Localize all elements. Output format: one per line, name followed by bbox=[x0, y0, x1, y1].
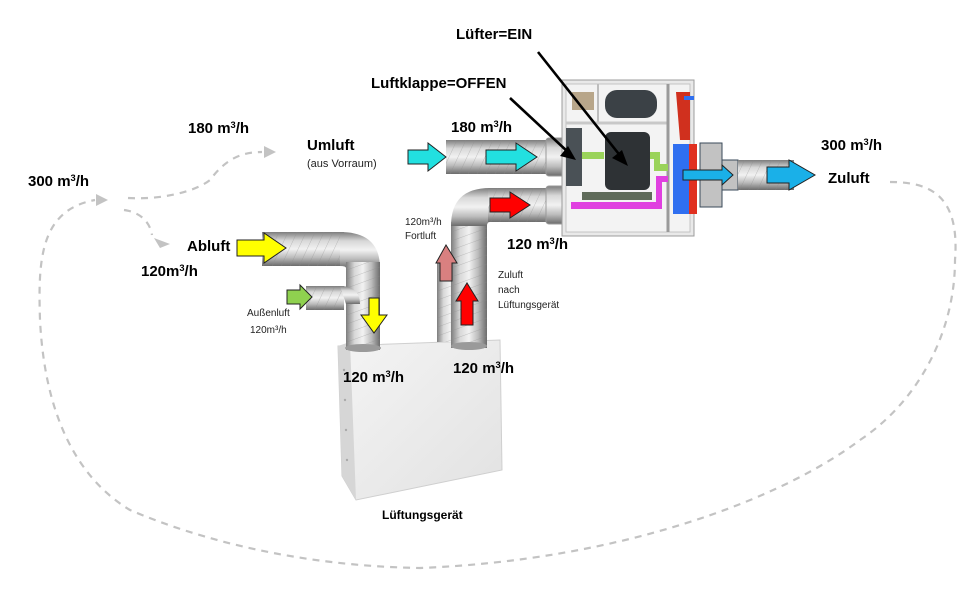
abluft-arrow bbox=[236, 232, 287, 264]
aussenluft-arrow bbox=[286, 283, 313, 311]
luefter-fan bbox=[605, 132, 650, 190]
zuluft-arrow-inner bbox=[682, 163, 734, 187]
flow-label-180-upper: 180 m3/h bbox=[188, 119, 250, 137]
abluft-duct bbox=[262, 232, 381, 352]
flow-label-300-right: 300 m3/h bbox=[821, 136, 883, 154]
pointer-luefter bbox=[536, 51, 624, 159]
zuluft-duct-from-unit bbox=[451, 185, 567, 350]
lueftungsgeraet-label: Lüftungsgerät bbox=[382, 508, 463, 522]
abluft-label: Abluft bbox=[187, 238, 231, 255]
luefter-label: Lüfter=EIN bbox=[456, 26, 533, 43]
flow-arrowhead-junction bbox=[96, 194, 108, 206]
flow-path-to-umluft bbox=[127, 150, 263, 200]
luftklappe-label: Luftklappe=OFFEN bbox=[371, 75, 507, 92]
magenta-air-path bbox=[571, 176, 668, 209]
green-air-path bbox=[582, 152, 604, 159]
fortluft-label-flow: 120m³/h bbox=[405, 217, 442, 228]
aussenluft-flow-label: 120m³/h bbox=[250, 325, 287, 336]
zuluft-label: Zuluft bbox=[828, 170, 870, 187]
abluft-down-arrow bbox=[360, 297, 388, 334]
flow-label-120-abluft: 120m3/h bbox=[141, 262, 198, 280]
fortluft-label: Fortluft bbox=[405, 231, 437, 242]
aussenluft-label: Außenluft bbox=[247, 308, 290, 319]
zuluft-nach-label-2: nach bbox=[498, 285, 520, 296]
compressor bbox=[605, 90, 657, 118]
flow-label-180-duct: 180 m3/h bbox=[451, 118, 513, 136]
green-air-path-right bbox=[650, 152, 668, 171]
flow-path-recirculation-loop bbox=[38, 180, 957, 570]
pointer-luftklappe-head bbox=[560, 146, 576, 160]
recirculation-unit bbox=[561, 79, 697, 237]
umluft-arrow-duct bbox=[485, 142, 538, 172]
zuluft-nach-label-1: Zuluft bbox=[498, 270, 524, 281]
umluft-label: Umluft bbox=[307, 137, 355, 154]
pointer-lines bbox=[509, 51, 624, 159]
flow-label-120-duct-right: 120 m3/h bbox=[507, 235, 569, 253]
heat-exchanger-blue bbox=[673, 144, 691, 214]
flow-arrowhead-umluft bbox=[264, 146, 276, 158]
flow-arrowhead-abluft bbox=[154, 238, 170, 248]
umluft-sublabel: (aus Vorraum) bbox=[307, 158, 377, 170]
pointer-luefter-head bbox=[612, 150, 628, 166]
flow-label-120-box-left: 120 m3/h bbox=[343, 368, 405, 386]
flow-label-300-left: 300 m3/h bbox=[28, 172, 90, 190]
zuluft-nach-label-3: Lüftungsgerät bbox=[498, 300, 560, 311]
aussenluft-duct bbox=[306, 286, 360, 310]
zuluft-arrow-outer bbox=[766, 159, 817, 191]
flow-paths bbox=[38, 150, 957, 570]
flow-label-120-box-right: 120 m3/h bbox=[453, 359, 515, 377]
pointer-luftklappe bbox=[509, 97, 569, 153]
umluft-arrow-in bbox=[407, 141, 447, 173]
flow-path-to-abluft bbox=[123, 208, 154, 236]
flow-arrowheads bbox=[96, 146, 276, 248]
flow-arrows bbox=[236, 141, 817, 334]
zuluft-nach-geraet-arrow-horizontal bbox=[489, 191, 531, 219]
zuluft-nach-geraet-arrow-up bbox=[455, 282, 479, 326]
fortluft-arrow bbox=[435, 244, 458, 282]
